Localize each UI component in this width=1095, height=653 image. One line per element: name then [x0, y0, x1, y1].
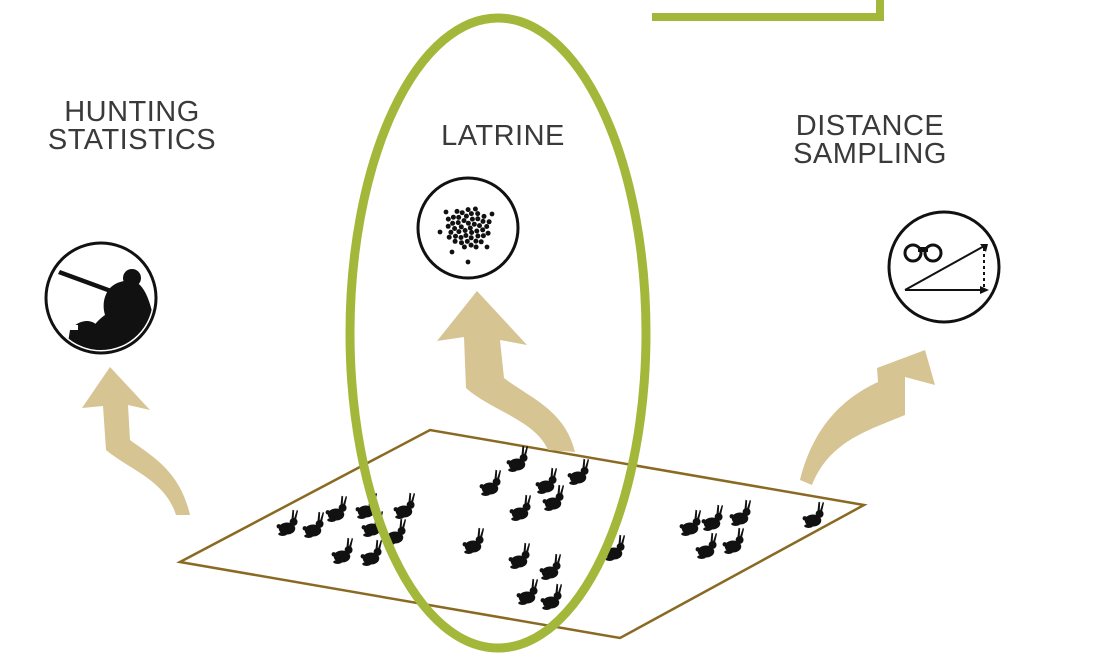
label-distance-sampling: DISTANCE SAMPLING: [760, 110, 980, 170]
highlight-box-fragment: [652, 0, 884, 21]
label-distance-line-2: SAMPLING: [793, 138, 947, 170]
arrow-to-latrine: [437, 291, 575, 452]
label-hunting-statistics: HUNTING STATISTICS: [18, 96, 246, 156]
hunter-icon: [44, 241, 158, 355]
latrine-pellets-icon: [416, 176, 520, 280]
latrine-highlight-ellipse: [345, 13, 651, 653]
label-latrine-text: LATRINE: [441, 120, 565, 152]
label-latrine: LATRINE: [398, 120, 608, 152]
label-hunting-line-2: STATISTICS: [47, 124, 217, 156]
arrow-to-hunting: [82, 367, 190, 515]
ground-plane: [176, 428, 868, 640]
label-hunting-line-1: HUNTING: [64, 96, 200, 128]
binoculars-icon: [887, 210, 1001, 324]
label-distance-line-1: DISTANCE: [795, 110, 945, 142]
arrow-to-distance: [800, 350, 935, 485]
